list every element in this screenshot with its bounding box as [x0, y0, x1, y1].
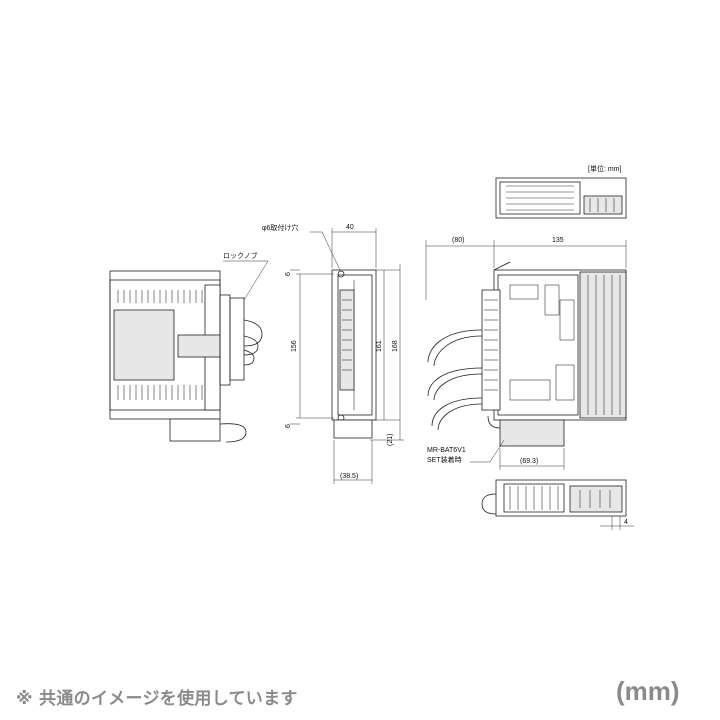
dim-40: 40 [346, 224, 354, 231]
dim-69-3: (69.3) [520, 458, 538, 465]
dim-168: 168 [392, 340, 399, 352]
mount-view [331, 269, 377, 439]
dim-161: 161 [376, 340, 383, 352]
bottom-dimension-lines [600, 516, 634, 530]
bottom-view [481, 479, 627, 517]
dim-135: 135 [552, 237, 564, 244]
dim-156: 156 [291, 340, 298, 352]
mount-dimension-lines [290, 228, 404, 484]
battery-label-line1: MR-BAT6V1 [427, 447, 466, 454]
dim-38-5: (38.5) [340, 473, 358, 480]
footer-note: ※ 共通のイメージを使用しています [16, 689, 298, 709]
dim-80: (80) [452, 237, 464, 244]
dim-4: 4 [624, 519, 628, 526]
dim-6-top: 6 [285, 272, 292, 276]
dim-21: (21) [387, 434, 394, 446]
battery-label-line2: SET装着時 [427, 455, 462, 464]
dim-6-bottom: 6 [285, 424, 292, 428]
hole-label: φ6取付け穴 [262, 223, 298, 232]
lock-knob-label: ロックノブ [223, 251, 258, 260]
unit-label: [単位: mm] [588, 164, 621, 173]
top-view [495, 177, 627, 219]
side-view [427, 261, 627, 447]
footer-units: (mm) [616, 676, 680, 706]
side-dimension-lines [425, 240, 627, 470]
front-view [109, 270, 263, 443]
